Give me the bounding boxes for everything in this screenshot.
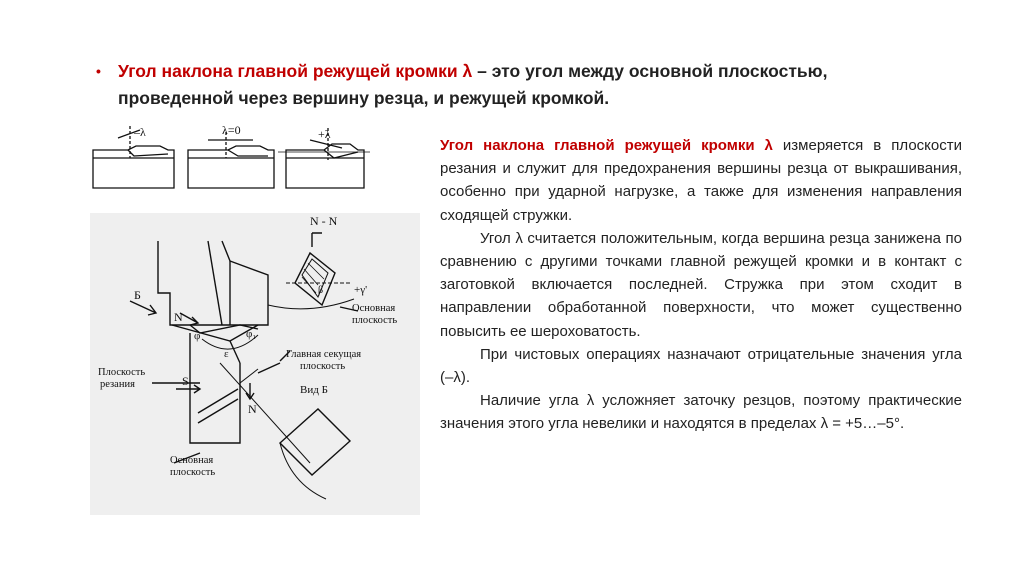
- label-base-plane-1: Основная: [352, 303, 395, 314]
- label-eps: ε: [224, 348, 229, 360]
- label-phi1: φ₁: [246, 328, 256, 340]
- label-neg-lambda: –λ: [133, 125, 146, 139]
- label-view-b: Вид Б: [300, 384, 328, 396]
- lambda-cases-figure: –λ λ=0 +λ: [92, 123, 370, 189]
- label-n-top: N: [174, 310, 183, 324]
- label-s: S: [182, 374, 189, 388]
- paragraph-4: Наличие угла λ усложняет заточку резцов,…: [440, 392, 962, 433]
- title-highlight: Угол наклона главной режущей кромки λ: [118, 61, 473, 81]
- paragraph-1-rest: измеряется в плоскости резания и служит …: [440, 137, 962, 224]
- explanation-text: Угол наклона главной режущей кромки λ из…: [440, 134, 962, 436]
- cutter-positive-lambda: [278, 128, 370, 189]
- label-phi: φ: [194, 330, 200, 342]
- slide-title: • Угол наклона главной режущей кромки λ …: [96, 58, 916, 112]
- paragraph-2: Угол λ считается положительным, когда ве…: [440, 229, 962, 340]
- cutter-zero-lambda: [187, 132, 275, 189]
- label-main-section-2: плоскость: [300, 361, 345, 372]
- paragraph-1-highlight: Угол наклона главной режущей кромки λ: [440, 137, 773, 154]
- label-b: Б: [134, 288, 141, 302]
- paragraph-1: Угол наклона главной режущей кромки λ из…: [440, 134, 962, 227]
- label-base-plane2-2: плоскость: [170, 467, 215, 478]
- cutter-geometry-figure: N - N +γ' β Основная плоскость Б N φ φ₁ …: [90, 213, 420, 515]
- label-cut-plane-2: резания: [100, 379, 135, 390]
- label-base-plane-2: плоскость: [352, 315, 397, 326]
- label-beta: β: [318, 285, 323, 296]
- bullet-icon: •: [96, 63, 101, 79]
- title-rest: – это угол между основной плоскостью, пр…: [118, 61, 828, 108]
- label-zero-lambda: λ=0: [222, 123, 241, 137]
- label-cut-plane-1: Плоскость: [98, 367, 145, 378]
- label-nn: N - N: [310, 214, 338, 228]
- paragraph-3: При чистовых операциях назначают отрицат…: [440, 345, 962, 387]
- label-pos-lambda: +λ: [318, 127, 331, 141]
- label-gamma: +γ': [354, 284, 367, 296]
- label-n-bottom: N: [248, 402, 257, 416]
- cutter-negative-lambda: [92, 126, 175, 189]
- label-main-section-1: Главная секущая: [286, 349, 361, 360]
- label-base-plane2-1: Основная: [170, 455, 213, 466]
